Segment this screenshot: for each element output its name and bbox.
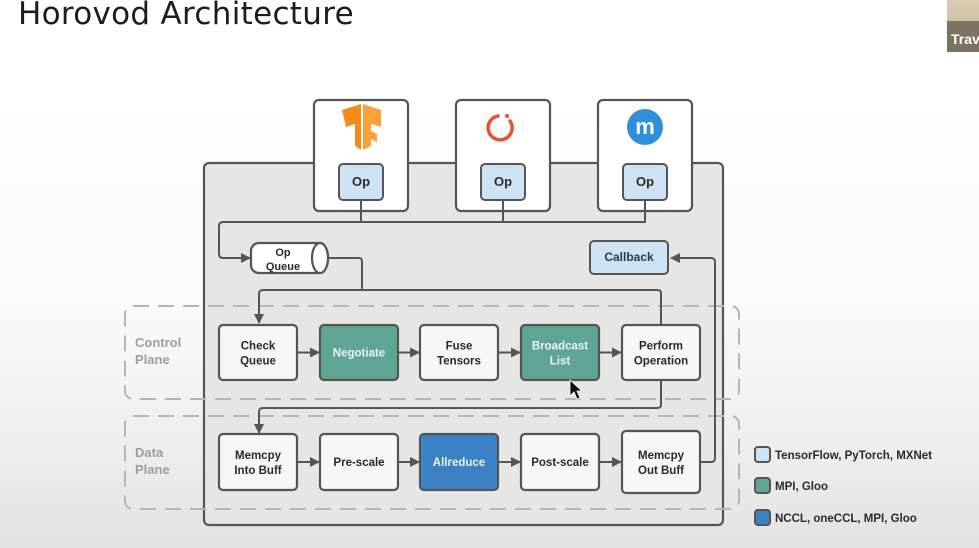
control-step-label: Check: [241, 341, 276, 353]
presenter-video-thumbnail[interactable]: Trav: [947, 0, 979, 52]
control-step-box: [217, 323, 299, 382]
op-to-queue-connectors: [218, 200, 646, 263]
legend-item: NCCL, oneCCL, MPI, Gloo: [754, 509, 917, 526]
tensorflow-logo-icon: [342, 104, 381, 150]
control-step-label: Queue: [240, 356, 276, 368]
data-step-label: Out Buff: [638, 465, 684, 477]
control-step-label: Negotiate: [333, 348, 385, 360]
control-plane-label-2: Plane: [135, 352, 170, 367]
legend-item: TensorFlow, PyTorch, MXNet: [754, 446, 932, 463]
op-label-pytorch: Op: [494, 174, 512, 189]
legend-label: NCCL, oneCCL, MPI, Gloo: [775, 513, 917, 525]
op-label-tensorflow: Op: [352, 174, 370, 189]
control-step-label: Broadcast: [532, 341, 588, 353]
legend-label: TensorFlow, PyTorch, MXNet: [775, 450, 932, 462]
control-step-label: List: [550, 356, 571, 368]
framework-pytorch: Op: [454, 98, 552, 213]
data-step-pre-scale: Pre-scale: [318, 432, 400, 492]
data-step-label: Allreduce: [433, 457, 485, 469]
control-flow-connectors: [254, 253, 716, 463]
mxnet-logo-icon: m: [627, 109, 663, 145]
callback-label: Callback: [604, 250, 654, 264]
data-plane-label: Data: [135, 445, 164, 460]
data-step-label: Post-scale: [531, 457, 589, 469]
legend-item: MPI, Gloo: [754, 477, 828, 494]
data-step-label: Into Buff: [234, 465, 281, 477]
pytorch-logo-icon: [486, 114, 514, 142]
callback-box: [589, 240, 669, 275]
data-step-label: Memcpy: [235, 450, 282, 462]
control-step-negotiate: Negotiate: [318, 323, 400, 382]
framework-mxnet: m Op: [596, 98, 694, 213]
op-queue: Op Queue: [249, 241, 330, 275]
control-step-box: [519, 323, 601, 382]
control-step-label: Tensors: [437, 356, 481, 368]
control-step-label: Fuse: [446, 341, 473, 353]
legend-label: MPI, Gloo: [775, 481, 828, 493]
control-step-label: Operation: [634, 356, 688, 368]
data-step-box: [620, 429, 702, 495]
data-step-label: Pre-scale: [333, 457, 384, 469]
control-step-label: Perform: [639, 341, 683, 353]
legend-swatch: [754, 509, 771, 526]
op-queue-label-2: Queue: [266, 261, 300, 273]
legend-swatch: [754, 446, 771, 463]
data-plane-label-2: Plane: [135, 462, 170, 477]
op-queue-label-1: Op: [275, 247, 291, 259]
data-step-allreduce: Allreduce: [418, 432, 500, 492]
mouse-cursor-icon: [569, 379, 584, 400]
data-step-box: [217, 432, 299, 492]
framework-tensorflow: Op: [312, 98, 410, 213]
control-step-box: [418, 323, 500, 382]
op-label-mxnet: Op: [636, 174, 654, 189]
svg-text:m: m: [635, 114, 655, 139]
control-plane-label: Control: [135, 335, 181, 350]
legend-swatch: [754, 477, 771, 494]
control-step-box: [620, 323, 702, 382]
data-step-label: Memcpy: [638, 450, 685, 462]
presenter-name-label: Trav: [951, 31, 979, 47]
data-step-post-scale: Post-scale: [519, 432, 601, 492]
slide-title: Horovod Architecture: [18, 0, 354, 32]
